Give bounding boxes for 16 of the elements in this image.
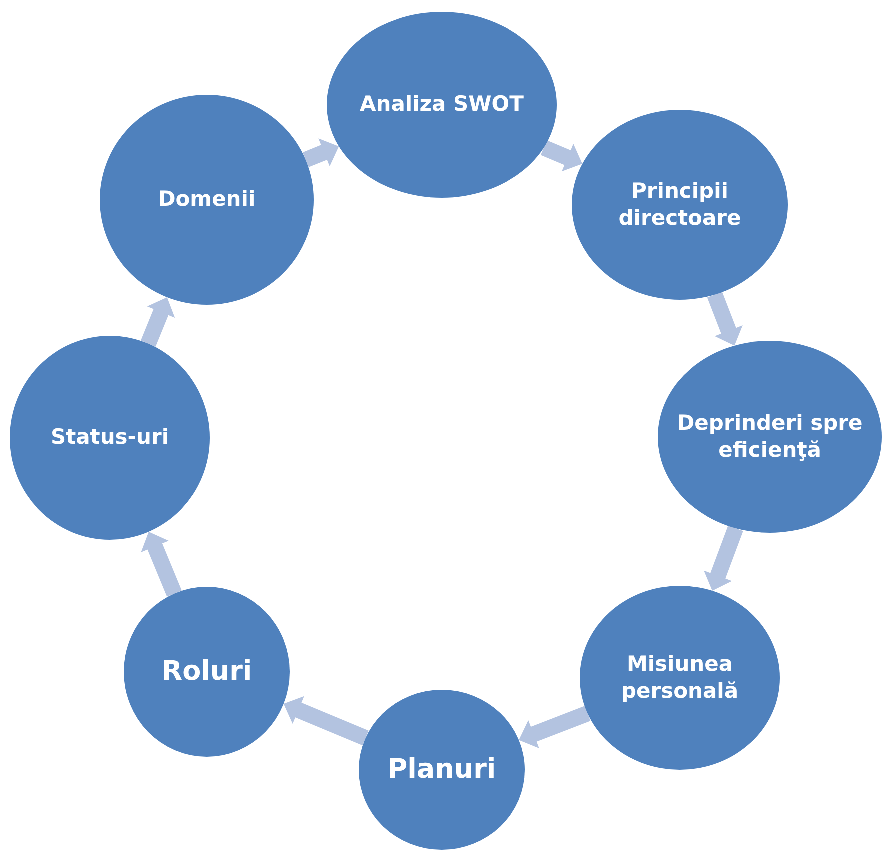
node-label: Principii directoare: [618, 178, 742, 232]
block-arrow: [302, 138, 340, 168]
block-arrow: [704, 526, 744, 591]
block-arrow: [519, 706, 591, 748]
block-arrow: [540, 140, 583, 172]
block-arrow: [284, 696, 369, 746]
node-label: Domenii: [158, 186, 256, 214]
block-arrow: [141, 532, 182, 597]
node-label: Analiza SWOT: [360, 91, 524, 118]
node-label: Status-uri: [50, 424, 170, 452]
node-label: Deprinderi spre eficienţă: [676, 410, 864, 464]
node-label: Planuri: [388, 753, 496, 788]
block-arrow: [707, 292, 743, 346]
node-label: Misiunea personală: [620, 650, 740, 705]
block-arrow: [140, 298, 176, 347]
node-label: Roluri: [162, 655, 252, 690]
